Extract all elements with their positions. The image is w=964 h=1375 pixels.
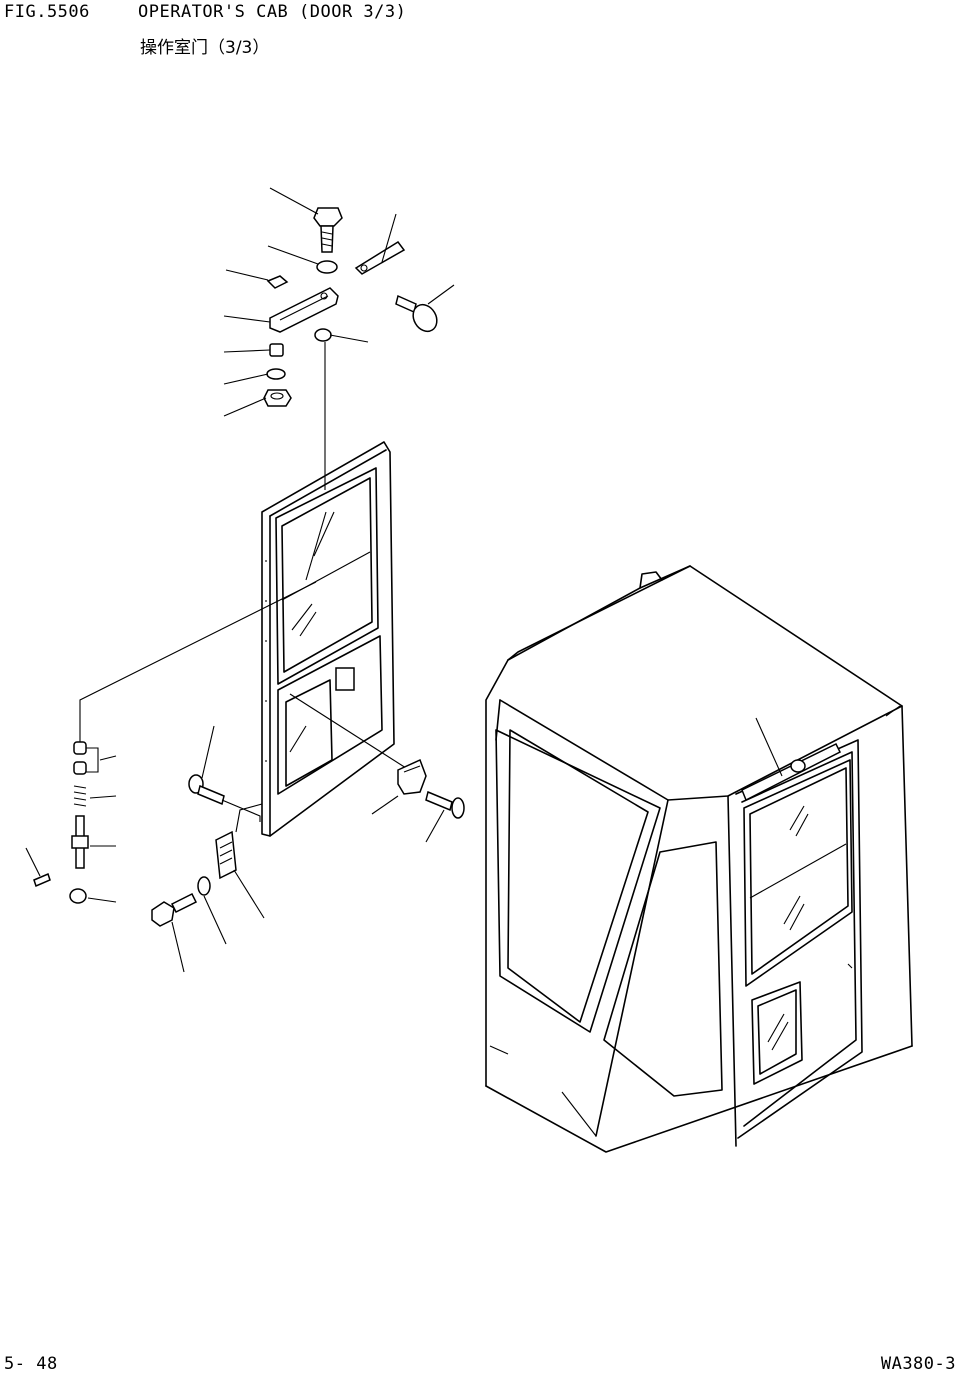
top-leader-lines	[223, 187, 455, 490]
cab-door-stay	[741, 742, 842, 802]
hinge-pin-stack	[33, 741, 99, 904]
door-stay-link	[354, 241, 406, 275]
operators-cab-body	[485, 565, 913, 1153]
upper-bolt	[313, 207, 343, 253]
knob-bolt	[395, 294, 438, 333]
model-code: WA380-3	[880, 1354, 956, 1374]
top-hardware-cluster	[263, 207, 438, 407]
figure-title: OPERATOR'S CAB (DOOR 3/3)	[138, 2, 407, 22]
door-assembly	[261, 441, 395, 837]
figure-number: FIG.5506	[4, 2, 90, 22]
hex-nut	[263, 389, 292, 407]
hinge-bolt	[188, 774, 225, 806]
bushing	[269, 343, 284, 357]
lower-hardware	[151, 725, 465, 973]
door-stay-arm	[269, 287, 339, 333]
door-catch	[397, 758, 427, 795]
spacer-washer	[266, 368, 286, 380]
hinge-leader-lines	[25, 755, 117, 903]
cab-door-window	[743, 759, 853, 987]
page-number: 5- 48	[4, 1354, 58, 1374]
door-handle-plate	[335, 667, 355, 691]
figure-subtitle: 操作室门（3/3）	[140, 38, 270, 58]
cab-door	[735, 717, 863, 1139]
mounting-bolt	[151, 892, 198, 927]
cab-lower-window	[603, 841, 723, 1097]
hinge-plate	[215, 830, 237, 880]
ring	[314, 328, 332, 342]
cab-door-lower-window	[751, 981, 803, 1085]
catch-bolt	[425, 790, 465, 819]
cab-side-window	[495, 729, 661, 1033]
lock-washer	[197, 876, 211, 896]
washer	[316, 260, 338, 274]
small-block	[266, 275, 289, 289]
door-leader-lines	[79, 511, 407, 769]
